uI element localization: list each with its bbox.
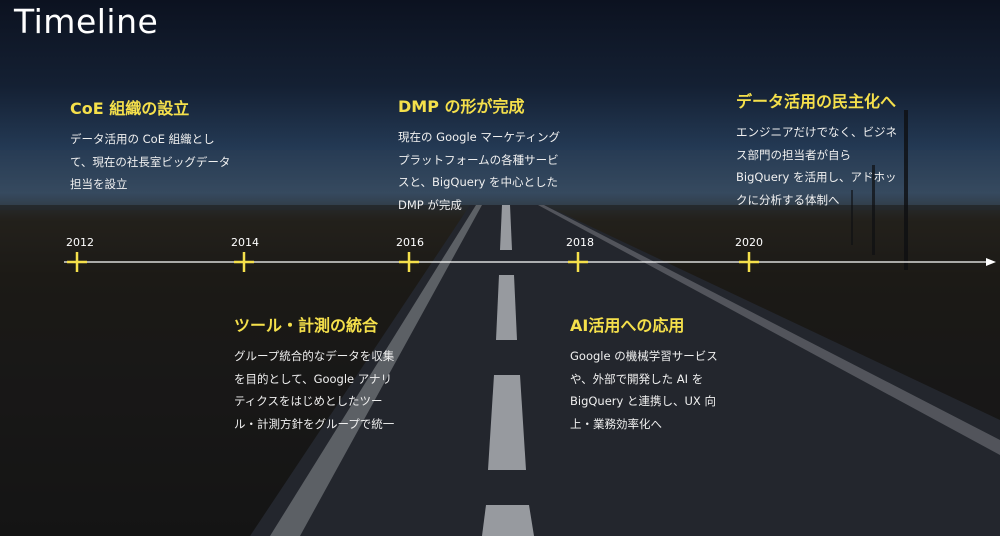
event-line: や、外部で開発した AI を xyxy=(570,371,704,386)
event-line: クに分析する体制へ xyxy=(736,192,840,207)
event-line: プラットフォームの各種サービ xyxy=(398,152,559,167)
event-heading: CoE 組織の設立 xyxy=(70,99,190,118)
tick-2014: 2014 xyxy=(231,236,259,272)
slide-title: Timeline xyxy=(14,2,159,41)
event-coe: CoE 組織の設立 データ活用の CoE 組織とし て、現在の社長室ビッグデータ… xyxy=(70,95,275,196)
event-description: データ活用の CoE 組織とし て、現在の社長室ビッグデータ 担当を設立 xyxy=(70,128,275,196)
event-description: Google の機械学習サービス や、外部で開発した AI を BigQuery… xyxy=(570,345,775,435)
event-line: スと、BigQuery を中心とした xyxy=(398,175,559,189)
event-line: を目的として、Google アナリ xyxy=(234,371,393,386)
tick-2018: 2018 xyxy=(566,236,594,272)
event-ai: AI活用への応用 Google の機械学習サービス や、外部で開発した AI を… xyxy=(570,312,775,435)
event-line: ティクスをはじめとしたツー xyxy=(234,394,383,408)
event-line: Google の機械学習サービス xyxy=(570,349,718,363)
event-description: 現在の Google マーケティング プラットフォームの各種サービ スと、Big… xyxy=(398,126,603,216)
event-line: BigQuery と連携し、UX 向 xyxy=(570,394,716,408)
year-label-2014: 2014 xyxy=(231,236,259,249)
tick-2020: 2020 xyxy=(735,236,763,272)
event-heading: DMP の形が完成 xyxy=(398,97,525,116)
year-label-2016: 2016 xyxy=(396,236,424,249)
event-heading: ツール・計測の統合 xyxy=(234,316,379,335)
event-line: DMP が完成 xyxy=(398,197,462,212)
event-line: エンジニアだけでなく、ビジネ xyxy=(736,125,897,139)
event-dmp: DMP の形が完成 現在の Google マーケティング プラットフォームの各種… xyxy=(398,93,603,216)
event-heading: AI活用への応用 xyxy=(570,316,685,335)
event-line: て、現在の社長室ビッグデータ xyxy=(70,154,231,169)
year-label-2020: 2020 xyxy=(735,236,763,249)
event-democratization: データ活用の民主化へ エンジニアだけでなく、ビジネ ス部門の担当者が自ら Big… xyxy=(736,88,941,211)
event-description: グループ統合的なデータを収集 を目的として、Google アナリ ティクスをはじ… xyxy=(234,345,439,435)
event-line: 担当を設立 xyxy=(70,177,128,191)
event-line: データ活用の CoE 組織とし xyxy=(70,132,215,146)
event-line: ル・計測方針をグループで統一 xyxy=(234,416,395,431)
event-line: 現在の Google マーケティング xyxy=(398,130,560,144)
year-label-2012: 2012 xyxy=(66,236,94,249)
tick-2016: 2016 xyxy=(396,236,424,272)
event-line: 上・業務効率化へ xyxy=(570,416,662,431)
year-label-2018: 2018 xyxy=(566,236,594,249)
event-line: グループ統合的なデータを収集 xyxy=(234,349,395,363)
event-heading: データ活用の民主化へ xyxy=(736,92,897,111)
event-line: BigQuery を活用し、アドホッ xyxy=(736,170,897,184)
event-description: エンジニアだけでなく、ビジネ ス部門の担当者が自ら BigQuery を活用し、… xyxy=(736,121,941,211)
event-tool-integration: ツール・計測の統合 グループ統合的なデータを収集 を目的として、Google ア… xyxy=(234,312,439,435)
axis-arrowhead xyxy=(986,258,996,266)
tick-2012: 2012 xyxy=(66,236,94,272)
event-line: ス部門の担当者が自ら xyxy=(736,147,851,162)
